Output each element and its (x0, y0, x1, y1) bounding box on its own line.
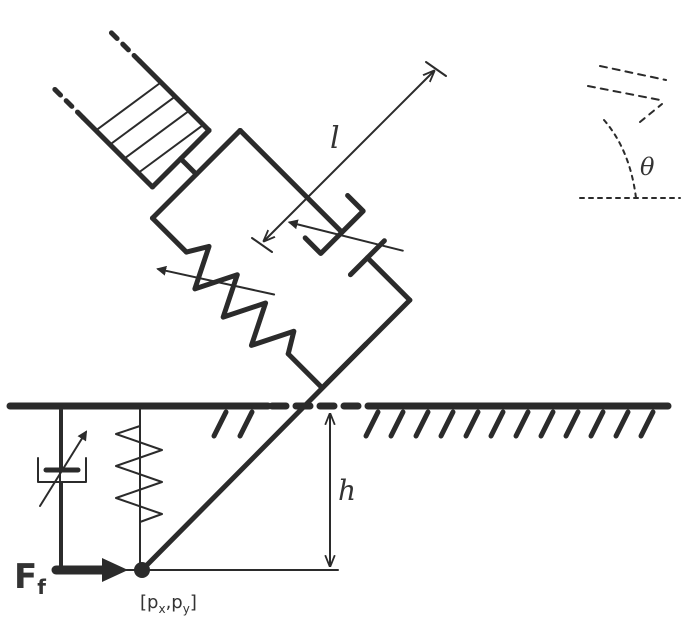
leg-spring-variable-arrow (156, 265, 276, 296)
foot-point (134, 562, 150, 578)
leg-spring (183, 243, 297, 357)
force-arrow-head (102, 558, 128, 582)
ground (6, 402, 672, 439)
angle-label: θ (640, 153, 655, 181)
force-label-sub: f (37, 575, 46, 599)
foot-force: Ff (14, 557, 128, 599)
foot-spring-damper (37, 409, 163, 571)
foot-damper-variable-arrow (39, 430, 88, 507)
foot-point-label-x: x (158, 602, 165, 616)
height-label: h (338, 474, 356, 507)
hip-block (52, 30, 212, 190)
length-label: l (330, 121, 340, 156)
foot-point-label-open: [p (140, 592, 158, 613)
foot-spring (115, 409, 163, 571)
force-label-main: F (14, 557, 37, 597)
angle-theta: θ (579, 119, 681, 199)
height-dimension: h (149, 414, 356, 571)
foot-damper (37, 409, 88, 571)
force-label: Ff (14, 557, 46, 599)
length-dimension: l (251, 61, 447, 253)
length-dimension-line (264, 71, 434, 241)
foot-point-label-sep: ,p (166, 592, 183, 613)
ground-hatching (211, 409, 656, 439)
leg-damper (237, 127, 387, 278)
hip-rotation-ghost (587, 65, 667, 123)
foot-point-label-close: ] (190, 592, 197, 613)
leg-spring-damper-body (52, 30, 413, 391)
angle-arc (603, 119, 637, 199)
foot-point-label: [px,py] (140, 592, 197, 616)
foot-point-label-y: y (183, 602, 190, 616)
